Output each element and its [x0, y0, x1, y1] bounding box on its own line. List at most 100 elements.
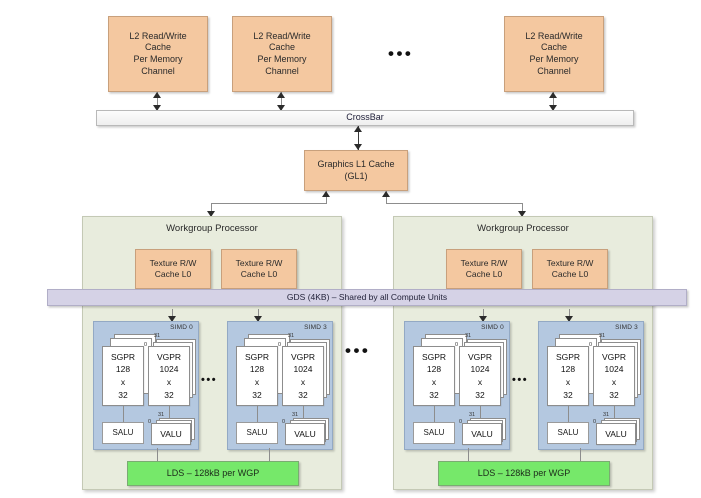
connector-gl1-left-vert [326, 191, 327, 204]
wgp-left-title: Workgroup Processor [166, 223, 258, 234]
vgpr-left-0-count: 32 [164, 389, 174, 400]
texture-cache-left-1: Texture R/W Cache L0 [135, 249, 211, 289]
vgpr-right-0-name: VGPR [467, 351, 493, 362]
valu-right-0-label: VALU [471, 428, 493, 439]
valu-left-0-label: VALU [160, 428, 182, 439]
texture-cache-left-1-line-1: Texture R/W [149, 258, 197, 269]
l2-cache-1-line-4: Channel [141, 65, 175, 76]
l2-cache-2-line-1: L2 Read/Write [253, 30, 311, 41]
vgpr-left-0-bottom-index: 0 [144, 342, 148, 348]
connector-vgpr-valu-left-0 [169, 406, 170, 418]
lds-left-label: LDS – 128kB per WGP [166, 467, 260, 478]
salu-right-3-label: SALU [557, 427, 579, 437]
vgpr-right-3-count: 32 [609, 389, 619, 400]
workgroup-processor-left: Workgroup Processor Texture R/W Cache L0… [82, 216, 342, 490]
sgpr-left-3-size: 128 [249, 364, 265, 375]
arrow-gds-simd-left-1-down [168, 316, 176, 322]
arrow-l2-2-up [277, 92, 285, 98]
simd-left-0: SIMD 0 SGPR 128 x 32 31 0 [93, 321, 199, 450]
sgpr-right-0-mult: x [431, 377, 437, 387]
connector-wgp-right-drop [522, 203, 523, 216]
vgpr-left-3-size: 1024 [293, 364, 313, 375]
sgpr-right-3-mult: x [565, 377, 571, 387]
vgpr-left-0-size: 1024 [159, 364, 179, 375]
texture-cache-left-2: Texture R/W Cache L0 [221, 249, 297, 289]
l2-cache-block-1: L2 Read/Write Cache Per Memory Channel [108, 16, 208, 92]
connector-simd-lds-right-2 [580, 448, 581, 461]
vgpr-stack-left-3: 31 0 VGPR 1024 x 32 [276, 333, 330, 406]
vgpr-right-0-count: 32 [475, 389, 485, 400]
vgpr-right-0-size: 1024 [470, 364, 490, 375]
simd-right-3: SIMD 3 SGPR 128 x 32 31 0 [538, 321, 644, 450]
lds-right: LDS – 128kB per WGP [438, 461, 610, 486]
connector-gds-simd-left-1 [172, 309, 173, 322]
texture-cache-left-1-line-2: Cache L0 [154, 269, 192, 279]
connector-l2-3-crossbar [553, 92, 554, 111]
sgpr-right-3-count: 32 [563, 389, 573, 400]
sgpr-card-front-left-3: SGPR 128 x 32 [236, 346, 278, 406]
connector-vgpr-valu-right-0 [480, 406, 481, 418]
l2-cache-2-line-3: Per Memory [257, 54, 307, 64]
vgpr-right-3-mult: x [611, 377, 617, 387]
lds-left: LDS – 128kB per WGP [127, 461, 299, 486]
vgpr-right-0-top-index: 31 [465, 333, 472, 339]
sgpr-stack-right-3: SGPR 128 x 32 [547, 334, 601, 406]
simd-ellipsis-left: ••• [201, 374, 218, 386]
sgpr-left-3-mult: x [254, 377, 260, 387]
sgpr-card-front-left-0: SGPR 128 x 32 [102, 346, 144, 406]
simd-right-0-label: SIMD 0 [481, 324, 504, 331]
connector-simd-lds-right-1 [468, 448, 469, 461]
valu-card-front-right-3: VALU [596, 423, 636, 445]
valu-card-front-right-0: VALU [462, 423, 502, 445]
l2-cache-1-line-3: Per Memory [133, 54, 183, 64]
valu-stack-right-0: 31 0 VALU [457, 412, 507, 446]
valu-card-front-left-3: VALU [285, 423, 325, 445]
sgpr-right-3-name: SGPR [555, 351, 581, 362]
connector-vgpr-valu-right-3 [614, 406, 615, 418]
vgpr-right-3-size: 1024 [604, 364, 624, 375]
l2-cache-3-line-2: Cache [540, 42, 567, 53]
vgpr-left-3-count: 32 [298, 389, 308, 400]
simd-left-3: SIMD 3 SGPR 128 x 32 31 0 [227, 321, 333, 450]
crossbar: CrossBar [96, 110, 634, 126]
valu-stack-right-3: 31 0 VALU [591, 412, 641, 446]
arrow-gds-simd-right-2-down [565, 316, 573, 322]
graphics-l1-cache: Graphics L1 Cache (GL1) [304, 150, 408, 191]
valu-left-3-label: VALU [294, 428, 316, 439]
simd-left-3-label: SIMD 3 [304, 324, 327, 331]
gl1-line-2: (GL1) [344, 170, 368, 181]
crossbar-label: CrossBar [346, 112, 384, 123]
vgpr-left-0-top-index: 31 [154, 333, 161, 339]
sgpr-right-0-name: SGPR [421, 351, 447, 362]
simd-ellipsis-right: ••• [512, 374, 529, 386]
vgpr-stack-left-0: 31 0 VGPR 1024 x 32 [142, 333, 196, 406]
texture-cache-right-2-line-1: Texture R/W [546, 258, 594, 269]
l2-cache-block-2: L2 Read/Write Cache Per Memory Channel [232, 16, 332, 92]
arrow-l2-3-up [549, 92, 557, 98]
connector-simd-lds-left-2 [269, 448, 270, 461]
sgpr-card-front-right-0: SGPR 128 x 32 [413, 346, 455, 406]
connector-gl1-right-vert [386, 191, 387, 204]
gl1-line-1: Graphics L1 Cache [317, 158, 395, 169]
vgpr-left-3-name: VGPR [290, 351, 316, 362]
sgpr-card-front-right-3: SGPR 128 x 32 [547, 346, 589, 406]
vgpr-right-0-bottom-index: 0 [455, 342, 459, 348]
salu-left-0-label: SALU [112, 427, 134, 437]
gds-label: GDS (4KB) – Shared by all Compute Units [286, 292, 448, 303]
salu-left-3: SALU [236, 422, 278, 444]
l2-cache-1-line-1: L2 Read/Write [129, 30, 187, 41]
sgpr-left-0-mult: x [120, 377, 126, 387]
connector-l2-1-crossbar [157, 92, 158, 111]
arrow-l2-1-up [153, 92, 161, 98]
vgpr-left-3-bottom-index: 0 [278, 342, 282, 348]
l2-cache-ellipsis: ••• [388, 44, 414, 63]
arrow-l2-2-down [277, 105, 285, 111]
arrow-gl1-down [354, 144, 362, 150]
sgpr-stack-right-0: SGPR 128 x 32 [413, 334, 467, 406]
connector-sgpr-salu-right-3 [568, 406, 569, 422]
texture-cache-right-1-line-1: Texture R/W [460, 258, 508, 269]
sgpr-left-3-count: 32 [252, 389, 262, 400]
arrow-gds-simd-right-1-down [479, 316, 487, 322]
valu-left-3-top-index: 31 [292, 412, 299, 418]
texture-cache-right-2-line-2: Cache L0 [551, 269, 589, 279]
